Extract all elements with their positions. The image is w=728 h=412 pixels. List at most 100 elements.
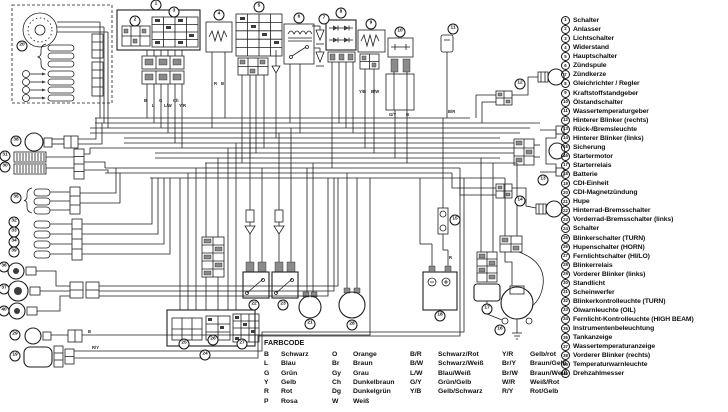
component-callout-8: 8 — [335, 7, 347, 19]
legend-item-number: 12 — [561, 115, 570, 125]
wire-color-label: Ch — [173, 98, 179, 103]
farbcode-code: Y/B — [410, 388, 422, 396]
component-callout-19: 19 — [9, 350, 21, 362]
legend-item-number: 4 — [561, 43, 570, 53]
legend-item-number: 3 — [561, 34, 570, 44]
component-callout-2: 2 — [129, 15, 141, 27]
farbcode-code: Br/Y — [502, 360, 516, 368]
component-callout-15: 15 — [449, 214, 461, 226]
legend-item-label: Vorderer Blinker (rechts) — [573, 352, 651, 360]
legend-item-number: 10 — [561, 97, 570, 107]
legend-item-number: 36 — [561, 333, 570, 343]
legend-item-label: Hinterer Blinker (rechts) — [573, 116, 649, 124]
legend-item-number: 26 — [561, 242, 570, 252]
wire-color-label: Y/B — [359, 89, 366, 94]
legend-item-label: Kraftstoffstandgeber — [573, 89, 639, 97]
wire-color-label: B/W — [371, 89, 380, 94]
legend-item-label: Gleichrichter / Regler — [573, 80, 640, 88]
component-callout-12: 12 — [514, 78, 526, 90]
legend-item-label: Standlicht — [573, 279, 605, 287]
rectifier-symbol — [325, 19, 357, 63]
legend-item-label: Fernlicht-Kontrolleuchte (HIGH BEAM) — [573, 316, 694, 324]
legend-item-label: Blinkerschalter (TURN) — [573, 234, 646, 242]
water-temp-sender-symbol — [440, 34, 454, 118]
farbcode-name: Blau/Weiß — [438, 369, 471, 377]
legend-item-number: 32 — [561, 296, 570, 306]
wire-color-label: B/R — [448, 109, 456, 114]
legend-item-label: Lichtschalter — [573, 35, 615, 43]
legend-item-label: Hupe — [573, 198, 590, 206]
wire-color-label: B — [88, 329, 92, 334]
legend-item-number: 9 — [561, 88, 570, 98]
farbcode-name: Grau — [353, 369, 369, 377]
legend-item-number: 18 — [561, 170, 570, 180]
oil-level-switch-symbol — [385, 37, 415, 111]
farbcode-name: Weiß — [353, 397, 370, 405]
farbcode-code: W/R — [502, 379, 516, 387]
legend-item-label: Anlasser — [573, 26, 601, 34]
legend-item-label: Rück-/Bremsleuchte — [573, 125, 637, 133]
brake-switch-symbols — [242, 209, 299, 299]
component-callout-29: 29 — [9, 329, 21, 341]
component-callout-28: 28 — [346, 319, 358, 331]
farbcode-title: FARBCODE — [264, 338, 305, 347]
front-left-blinker-symbol — [24, 178, 371, 345]
legend-item-label: Hinterer Blinker (links) — [573, 134, 644, 142]
legend-item-number: 8 — [561, 79, 570, 89]
component-callout-11: 11 — [447, 23, 459, 35]
component-callout-24: 24 — [199, 349, 211, 361]
farbcode-name: Orange — [353, 351, 377, 359]
farbcode-code: Ch — [332, 379, 342, 387]
legend-item-number: 1 — [561, 16, 570, 26]
component-callout-3: 3 — [168, 6, 180, 18]
legend-item-label: Schalter — [573, 225, 600, 233]
farbcode-name: Gelb — [281, 379, 297, 387]
component-callout-26: 26 — [207, 334, 219, 346]
legend-item-number: 23 — [561, 215, 570, 225]
ignition-coil-symbol — [283, 23, 315, 65]
legend-item-number: 21 — [561, 197, 570, 207]
fuse-symbol — [437, 207, 449, 266]
component-callout-22: 22 — [248, 299, 260, 311]
main-switch-symbol — [235, 13, 283, 76]
legend-item-label: Tankanzeige — [573, 334, 613, 342]
legend-item-label: Ölwarnleuchte (OIL) — [573, 307, 636, 315]
legend-item-number: 15 — [561, 142, 570, 152]
rear-right-blinker-symbol — [475, 68, 565, 123]
farbcode-code: B/R — [410, 351, 422, 359]
legend-item-number: 27 — [561, 251, 570, 261]
spark-plug-symbol — [312, 25, 325, 67]
farbcode-code: Y/R — [502, 351, 514, 359]
farbcode-name: Rosa — [281, 397, 298, 405]
legend-item-label: Batterie — [573, 171, 598, 179]
legend-item-number: 16 — [561, 151, 570, 161]
component-callout-14: 14 — [514, 195, 526, 207]
farbcode-name: Rot/Gelb — [530, 388, 559, 396]
farbcode-name: Schwarz/Rot — [438, 351, 479, 359]
legend-item-label: Hupenschalter (HORN) — [573, 243, 645, 251]
